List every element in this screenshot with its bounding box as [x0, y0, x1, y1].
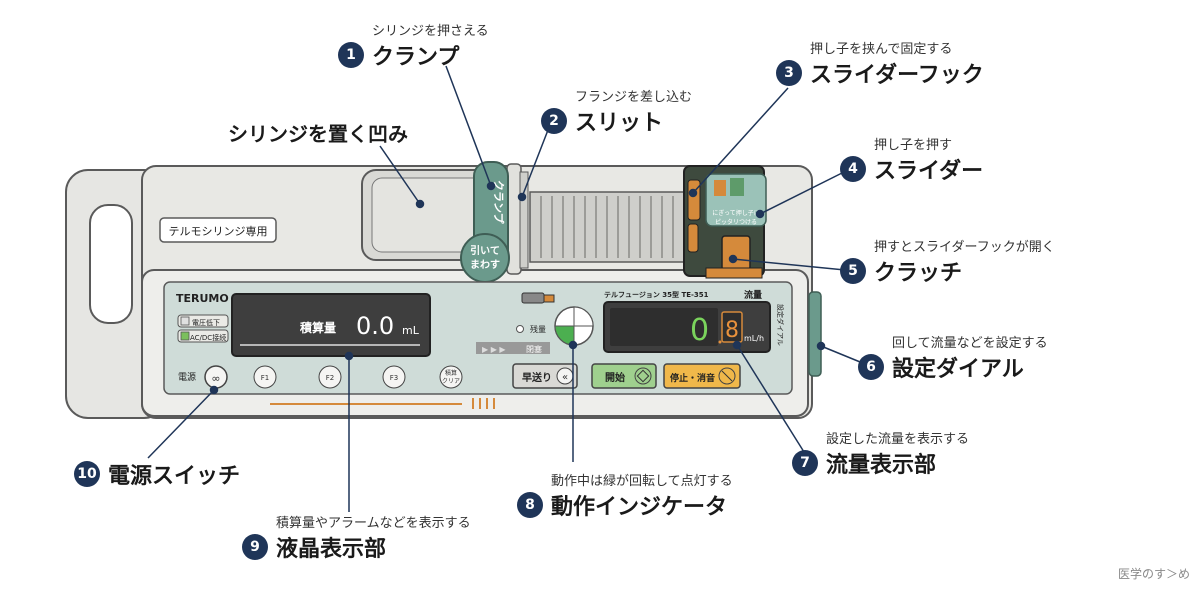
callout-2-sub: フランジを差し込む: [575, 90, 693, 105]
syringe-recess-title: シリンジを置く凹み: [228, 122, 408, 146]
dial-vertical-label: 設定ダイアル: [776, 304, 785, 346]
flow-value-green: 0: [690, 313, 709, 348]
syringe-label: テルモシリンジ専用: [169, 225, 268, 238]
fast-forward-icon: «: [562, 372, 568, 383]
model-name: テルフュージョン 35型 TE-351: [604, 290, 709, 299]
callout-9-sub: 積算量やアラームなどを表示する: [276, 516, 471, 531]
callout-6-number: 6: [858, 354, 884, 380]
operation-indicator: [554, 306, 594, 346]
slider-hook[interactable]: [687, 179, 701, 221]
bellows: [529, 191, 685, 263]
f2-label: F2: [326, 374, 334, 382]
control-panel: TERUMO 電圧低下 AC/DC接続 積算量 0.0 mL 残量 ▶ ▶ ▶ …: [163, 281, 793, 409]
callout-3-number: 3: [776, 60, 802, 86]
slider[interactable]: にぎって押し子に ピッタリつける: [683, 165, 767, 279]
leader-lines: [147, 65, 866, 512]
f3-button[interactable]: [382, 365, 406, 389]
slider-label-line2: ピッタリつける: [715, 218, 757, 226]
indicator-low-voltage: 電圧低下: [192, 318, 220, 327]
callout-8-sub: 動作中は緑が回転して点灯する: [551, 474, 733, 489]
callout-3-title: スライダーフック: [810, 63, 984, 88]
callout-2-number: 2: [541, 108, 567, 134]
lcd-unit: mL: [402, 324, 420, 337]
callout-10-number: 10: [74, 461, 100, 487]
callout-4-title: スライダー: [874, 159, 984, 184]
callout-4: 押し子を押す 4 スライダー: [840, 134, 983, 185]
callout-3: 押し子を挟んで固定する 3 スライダーフック: [776, 38, 984, 89]
lcd-label: 積算量: [299, 320, 336, 335]
clamp[interactable]: クランプ 引いて まわす: [460, 161, 510, 283]
remaining-label: 残量: [530, 324, 546, 334]
callout-1-number: 1: [338, 42, 364, 68]
callout-10-title: 電源スイッチ: [108, 464, 241, 489]
callout-9-number: 9: [242, 534, 268, 560]
stop-silence-button[interactable]: 停止・消音: [663, 363, 741, 389]
setting-dial[interactable]: [808, 291, 822, 377]
watermark: 医学のす＞め: [1117, 567, 1190, 581]
callout-8-title: 動作インジケータ: [551, 495, 728, 520]
f2-button[interactable]: [318, 365, 342, 389]
brand: TERUMO: [176, 292, 229, 305]
callout-10: 10 電源スイッチ: [74, 458, 240, 490]
flow-value-orange: 8: [725, 318, 739, 343]
callout-1: シリンジを押さえる 1 クランプ: [338, 20, 489, 71]
occlusion-label: 閉塞: [526, 344, 542, 354]
pull-turn-line2: まわす: [470, 259, 500, 271]
clamp-text: クランプ: [492, 180, 506, 225]
callout-4-number: 4: [840, 156, 866, 182]
callout-9-title: 液晶表示部: [276, 537, 387, 562]
clear-line1: 積算: [445, 369, 457, 377]
callout-5-title: クラッチ: [874, 261, 963, 286]
callout-6-title: 設定ダイアル: [892, 357, 1024, 382]
fast-forward-button[interactable]: 早送り «: [512, 363, 578, 389]
callout-6: 回して流量などを設定する 6 設定ダイアル: [858, 332, 1048, 383]
lcd-display: [231, 293, 431, 357]
f1-label: F1: [261, 374, 269, 382]
fast-forward-label: 早送り: [522, 371, 552, 384]
callout-9: 積算量やアラームなどを表示する 9 液晶表示部: [242, 512, 471, 563]
callout-3-sub: 押し子を挟んで固定する: [810, 42, 953, 57]
flow-header: 流量: [744, 289, 762, 301]
callout-2-title: スリット: [575, 111, 664, 136]
slider-label-line1: にぎって押し子に: [712, 209, 759, 217]
callout-2: フランジを差し込む 2 スリット: [541, 86, 692, 137]
clear-line2: クリア: [442, 378, 460, 385]
power-switch[interactable]: ∞: [204, 365, 228, 389]
callout-7: 設定した流量を表示する 7 流量表示部: [792, 428, 969, 479]
lcd-value: 0.0: [356, 312, 394, 340]
callout-7-sub: 設定した流量を表示する: [826, 432, 970, 447]
stop-silence-label: 停止・消音: [670, 372, 715, 384]
power-icon: ∞: [211, 372, 220, 385]
clutch[interactable]: [721, 235, 751, 271]
callout-5-number: 5: [840, 258, 866, 284]
callout-4-sub: 押し子を押す: [874, 138, 953, 153]
start-button[interactable]: 開始: [591, 363, 657, 389]
power-label: 電源: [178, 372, 196, 383]
clear-button[interactable]: [439, 365, 463, 389]
flow-unit: mL/h: [744, 334, 764, 343]
callout-8: 動作中は緑が回転して点灯する 8 動作インジケータ: [517, 470, 733, 521]
stop-icon: [721, 370, 733, 382]
pull-turn-line1: 引いて: [470, 244, 500, 257]
callout-7-number: 7: [792, 450, 818, 476]
syringe-label-box: テルモシリンジ専用: [159, 217, 277, 243]
callout-1-title: クランプ: [372, 45, 460, 70]
occlusion-arrows: ▶ ▶ ▶: [482, 345, 506, 354]
callout-5-sub: 押すとスライダーフックが開く: [874, 240, 1055, 255]
callout-6-sub: 回して流量などを設定する: [892, 336, 1048, 351]
callout-7-title: 流量表示部: [826, 453, 937, 478]
indicator-acdc: AC/DC接続: [190, 333, 226, 342]
f3-label: F3: [390, 374, 398, 382]
callout-8-number: 8: [517, 492, 543, 518]
start-label: 開始: [605, 371, 625, 384]
callout-5: 押すとスライダーフックが開く 5 クラッチ: [840, 236, 1055, 287]
callout-1-sub: シリンジを押さえる: [372, 24, 489, 39]
start-icon: [636, 369, 650, 383]
f1-button[interactable]: [253, 365, 277, 389]
